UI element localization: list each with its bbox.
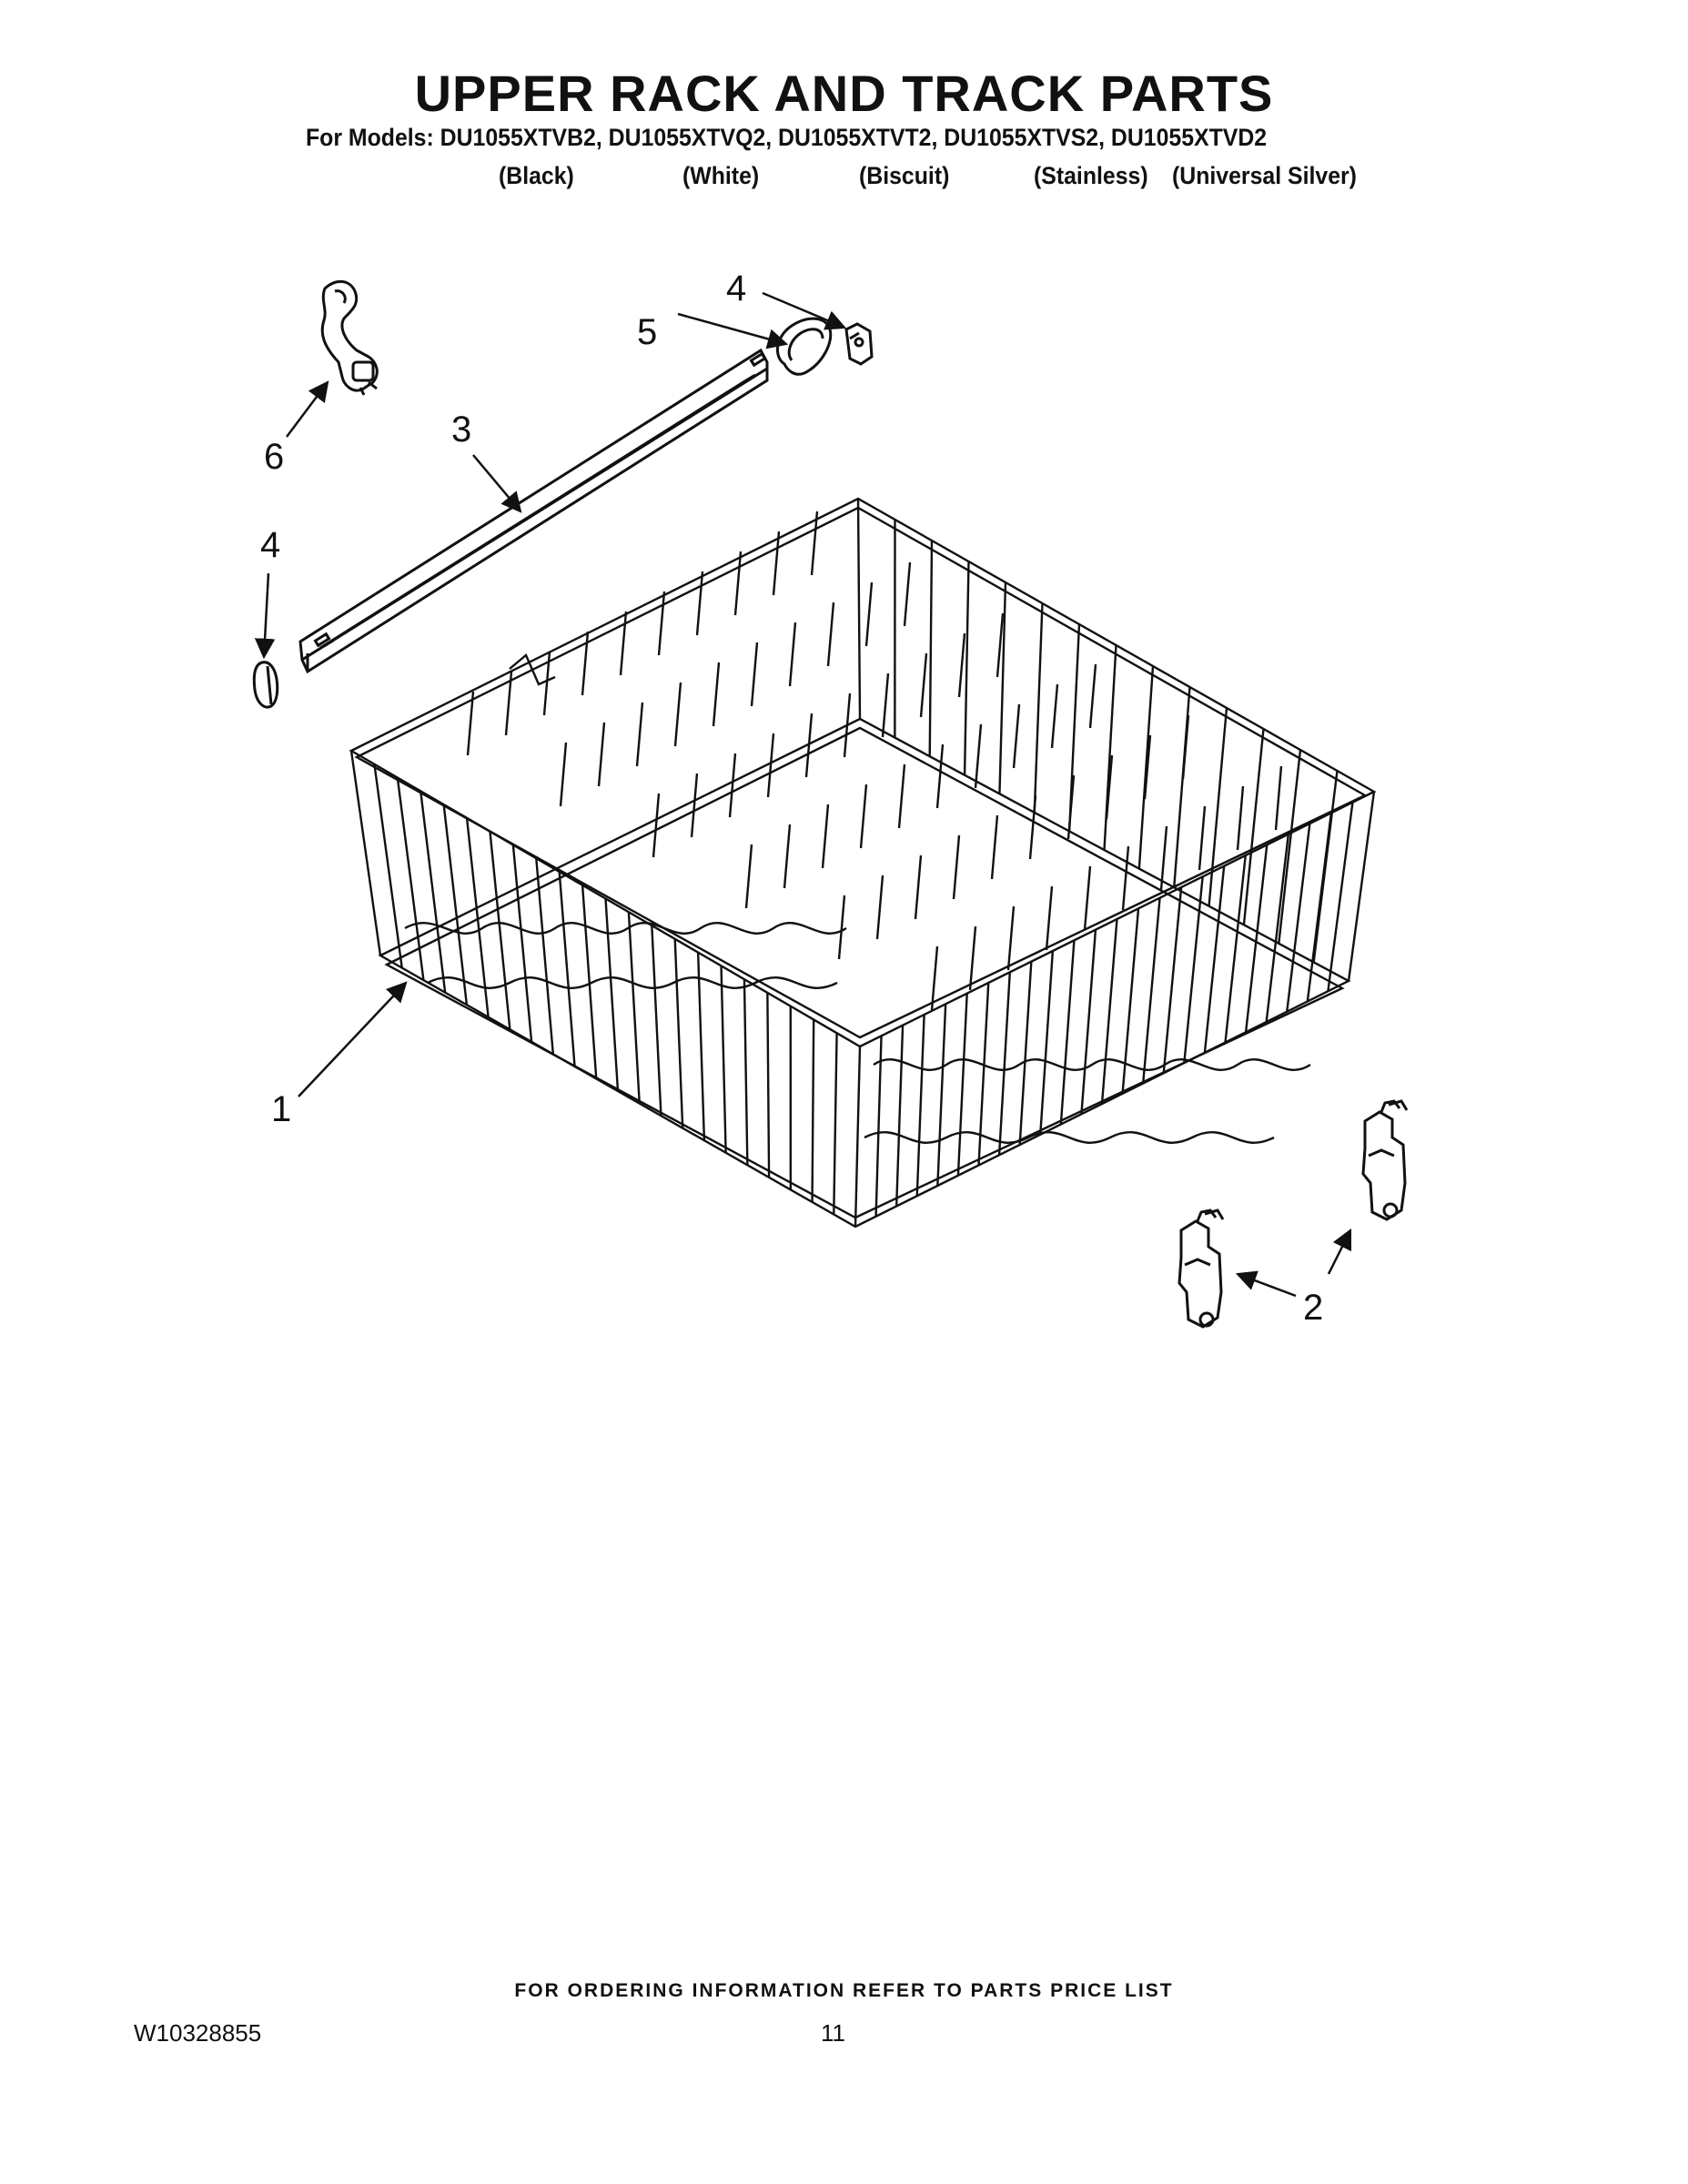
callout-6: 6: [264, 437, 284, 477]
color-label-biscuit: (Biscuit): [859, 162, 950, 189]
color-label-white: (White): [682, 162, 760, 189]
rack-adjuster-part: [320, 280, 379, 396]
page-title: UPPER RACK AND TRACK PARTS: [414, 65, 1274, 122]
rack-roller-left-part: [1178, 1208, 1225, 1329]
track-rail-part: [298, 348, 769, 674]
track-stop-top-part: [844, 322, 874, 366]
ordering-note: FOR ORDERING INFORMATION REFER TO PARTS …: [514, 1980, 1174, 2001]
callout-1: 1: [271, 1089, 291, 1129]
callout-4-left: 4: [260, 525, 280, 565]
color-label-stainless: (Stainless): [1034, 162, 1148, 189]
document-number: W10328855: [134, 2019, 262, 2047]
color-label-universal-silver: (Universal Silver): [1172, 162, 1357, 189]
callout-5: 5: [637, 312, 657, 352]
models-line: For Models: DU1055XTVB2, DU1055XTVQ2, DU…: [306, 124, 1268, 151]
track-stop-left-part: [252, 661, 279, 709]
callout-leaders: [254, 291, 1352, 1298]
callout-2: 2: [1303, 1288, 1323, 1328]
callout-4-top: 4: [726, 268, 746, 308]
callout-3: 3: [451, 410, 471, 450]
color-label-black: (Black): [499, 162, 574, 189]
end-cap-part: [776, 317, 833, 376]
page-number: 11: [821, 2019, 845, 2047]
upper-rack-part: [349, 497, 1377, 1228]
rack-roller-right-part: [1361, 1099, 1409, 1221]
